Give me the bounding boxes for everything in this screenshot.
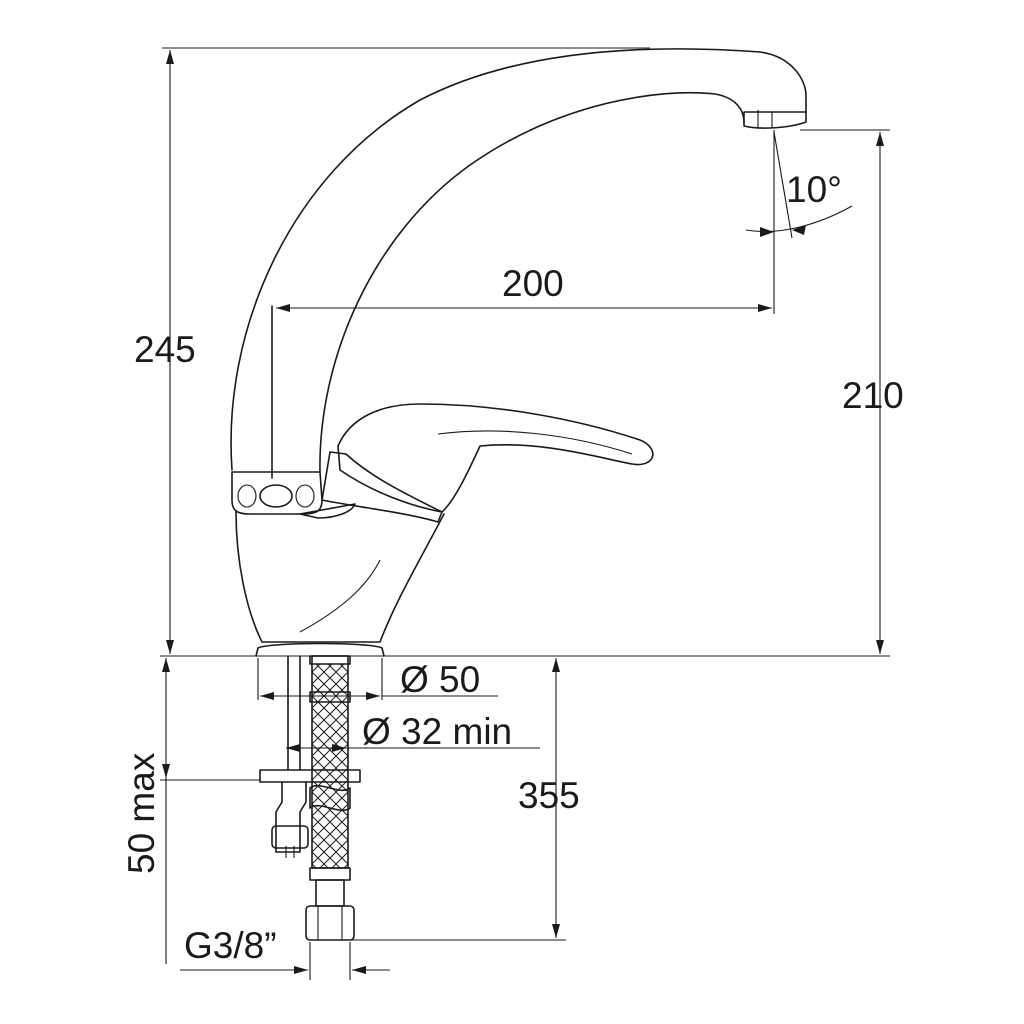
- label-connection-thread: G3/8”: [184, 925, 277, 966]
- swivel-ring-oval: [237, 484, 257, 508]
- hose-fitting: [315, 879, 345, 907]
- arrow: [162, 764, 170, 778]
- dimension-labels: 245 200 210 10° Ø 50 Ø 32 min 355 50 max…: [121, 169, 904, 966]
- hose-ferrule-bottom: [309, 867, 351, 881]
- fixing-nut-body: [271, 825, 309, 849]
- hose-break-mark: [309, 784, 351, 812]
- arrow: [332, 744, 346, 752]
- arrow: [552, 924, 560, 938]
- angle-arc: [745, 205, 853, 233]
- arrow: [260, 692, 274, 700]
- label-spout-reach: 200: [502, 263, 564, 304]
- label-spout-height: 210: [842, 375, 904, 416]
- arrow: [276, 304, 290, 312]
- connection-nut: [305, 905, 355, 941]
- spout-inner-contour: [319, 91, 745, 473]
- under-counter-assembly: [259, 655, 361, 941]
- swivel-ring-oval: [259, 484, 293, 508]
- label-hole-diameter: Ø 32 min: [362, 711, 512, 752]
- body-contour: [299, 559, 381, 633]
- cartridge-cap: [321, 451, 443, 523]
- faucet-outline: [230, 48, 807, 657]
- arrow: [162, 658, 170, 672]
- fixing-plate: [259, 769, 361, 783]
- spout-outer-contour: [230, 48, 807, 471]
- arrow: [760, 227, 774, 237]
- aerator-tip: [743, 111, 807, 129]
- lever-shank: [299, 503, 356, 519]
- lever-handle: [337, 403, 654, 513]
- fixing-nut: [275, 781, 307, 853]
- hose-ferrule: [309, 691, 351, 703]
- arrow: [792, 225, 806, 235]
- label-deck-thickness: 50 max: [121, 752, 162, 874]
- label-hose-length: 355: [518, 775, 580, 816]
- arrow: [294, 966, 308, 974]
- faucet-body: [235, 511, 445, 643]
- dimension-lines: [160, 47, 890, 980]
- label-total-height: 245: [134, 329, 196, 370]
- arrow: [166, 50, 174, 64]
- arrow: [876, 132, 884, 146]
- arrow: [286, 744, 300, 752]
- arrow: [352, 966, 366, 974]
- label-base-diameter: Ø 50: [400, 659, 480, 700]
- arrow: [876, 640, 884, 654]
- arrow: [758, 304, 772, 312]
- swivel-ring-oval: [295, 484, 315, 508]
- label-spout-angle: 10°: [786, 169, 842, 210]
- arrow: [366, 692, 380, 700]
- arrow: [552, 658, 560, 672]
- faucet-base: [255, 642, 385, 657]
- angle-line: [773, 131, 793, 239]
- braided-hose-weave: [312, 664, 348, 868]
- arrow: [166, 640, 174, 654]
- lever-handle-inner: [437, 430, 633, 455]
- hose-ferrule-top: [309, 655, 351, 665]
